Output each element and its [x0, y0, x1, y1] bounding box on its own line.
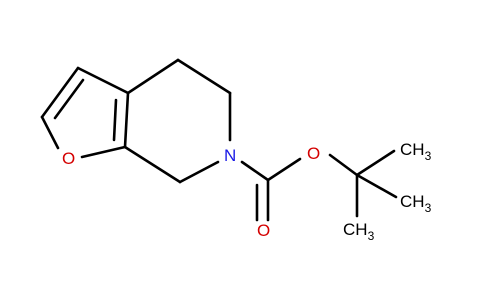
bond-cquat-ch3-right — [355, 173, 398, 199]
furan-ring — [40, 66, 130, 159]
bond-c3-c3a — [76, 66, 130, 95]
bond-c2-c3-double — [53, 78, 85, 120]
atom-methyl-top-sub: 3 — [425, 149, 432, 163]
bond-o1-c7a — [80, 145, 127, 159]
bond-c2-c3 — [40, 66, 80, 119]
bond-n6-c7 — [178, 160, 220, 184]
atom-methyl-right: CH3 — [400, 192, 432, 215]
atom-methyl-top-ch: CH — [400, 140, 425, 159]
atom-methyl-bottom-sub: 3 — [368, 229, 375, 243]
piperidine-ring — [123, 58, 232, 184]
boc-group — [240, 149, 398, 222]
bond-c4-c5 — [176, 58, 232, 95]
bond-c7-c7a — [123, 145, 182, 184]
atom-oxygen-furan: O — [62, 149, 75, 168]
atom-nitrogen-ring: N — [224, 146, 236, 165]
bond-c3a-c4 — [126, 58, 180, 95]
atom-oxygen-ester: O — [307, 144, 320, 163]
bond-n6-ccarbonyl — [240, 160, 270, 182]
bond-cquat-ch3-top — [355, 149, 396, 177]
bond-ccarbonyl-oester — [266, 157, 302, 182]
bond-oester-cquat — [328, 153, 359, 177]
bond-c2-o1 — [40, 115, 60, 150]
atom-oxygen-carbonyl: O — [257, 221, 270, 240]
bond-c7a-c3a — [123, 91, 130, 149]
bond-c7a-c3a-double — [112, 98, 118, 142]
atom-methyl-top: CH3 — [400, 140, 432, 163]
atom-methyl-right-sub: 3 — [425, 201, 432, 215]
atom-methyl-right-ch: CH — [400, 192, 425, 211]
atom-methyl-bottom: CH3 — [343, 220, 375, 243]
atom-methyl-bottom-ch: CH — [343, 220, 368, 239]
